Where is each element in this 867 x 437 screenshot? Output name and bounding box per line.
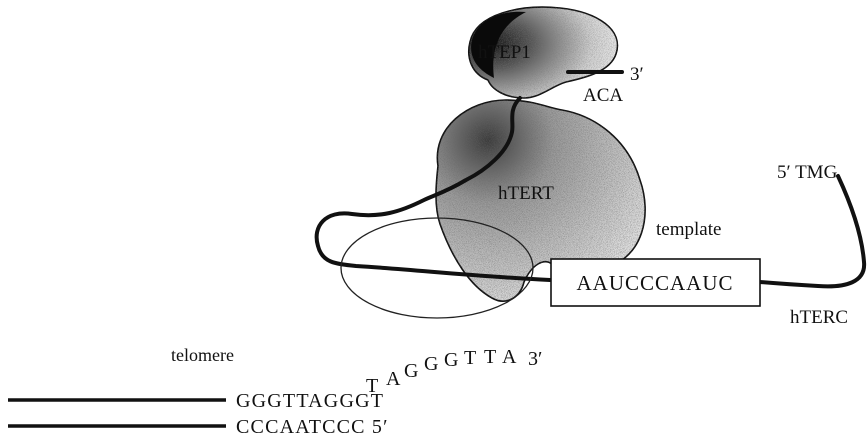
overhang-letter: T xyxy=(366,375,378,397)
overhang-letter: A xyxy=(386,368,401,390)
three-prime-top-label: 3′ xyxy=(630,64,644,85)
telomere-label: telomere xyxy=(171,345,234,365)
bottom-strand-sequence: CCCAATCCC 5′ xyxy=(236,416,389,437)
overhang-letter: G xyxy=(424,353,438,375)
htep1-label: hTEP1 xyxy=(478,42,531,63)
aca-label: ACA xyxy=(583,85,623,106)
tmg-label: 5′ TMG xyxy=(777,162,838,183)
htert-label: hTERT xyxy=(498,183,554,204)
template-sequence: AAUCCCAAUC xyxy=(576,271,733,295)
overhang-letter: 3′ xyxy=(528,348,542,370)
template-label: template xyxy=(656,219,721,240)
overhang-letter: G xyxy=(404,360,418,382)
top-strand-sequence: GGGTTAGGGT xyxy=(236,390,384,412)
overhang-letter: G xyxy=(444,349,458,371)
overhang-letter: T xyxy=(484,346,496,368)
overhang-letter: T xyxy=(464,347,476,369)
htercc-label: hTERC xyxy=(790,307,848,328)
tmg-strand xyxy=(760,176,864,286)
overhang-letter: A xyxy=(502,346,517,368)
